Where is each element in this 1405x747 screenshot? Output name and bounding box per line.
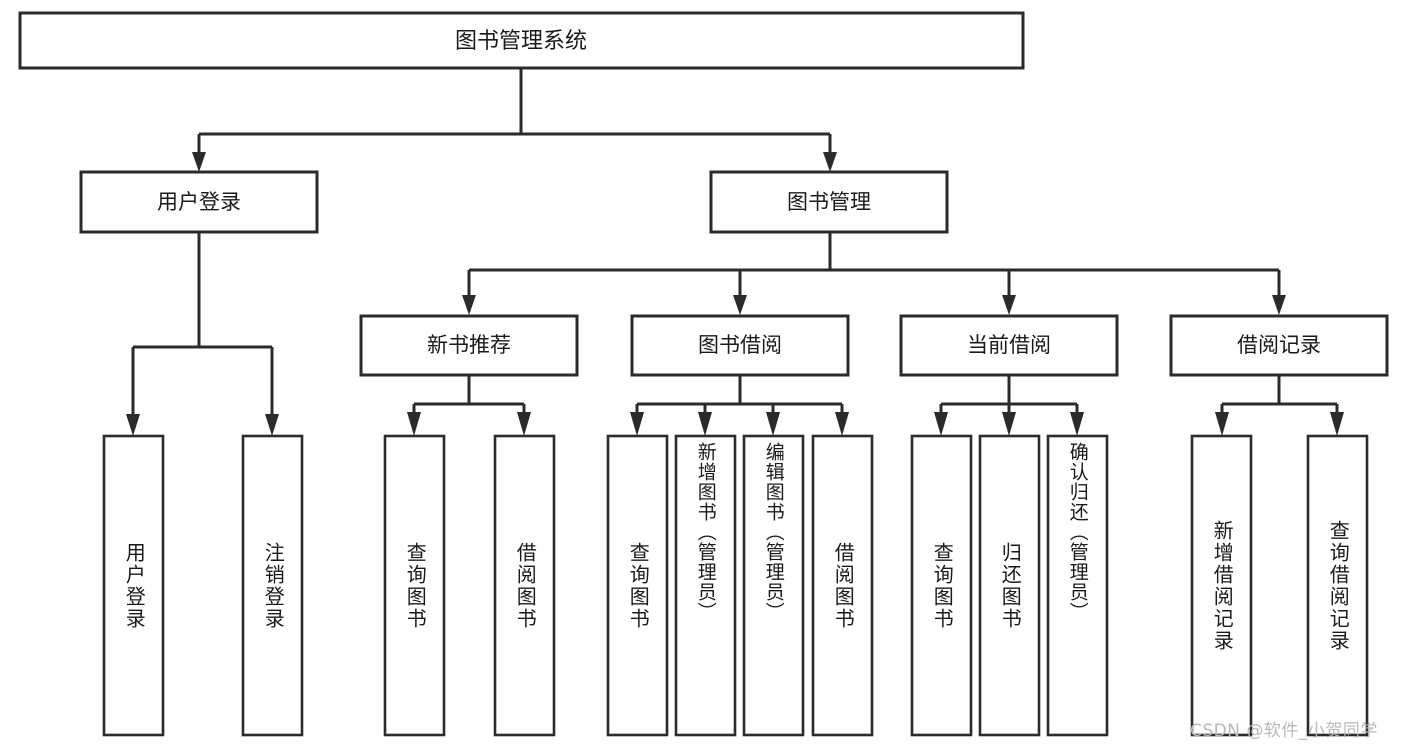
- arrowhead-userlogin-leaf1: [126, 414, 140, 436]
- node-current-borrow-box[interactable]: [899, 314, 1119, 377]
- leaf-box-currentborrow-2[interactable]: [978, 434, 1041, 737]
- node-root-label: 图书管理系统: [455, 29, 587, 54]
- leaf-box-currentborrow-3[interactable]: [1046, 434, 1109, 737]
- leaf-boxes-book-borrow: [606, 434, 874, 737]
- leaf-box-user-login-1[interactable]: [102, 434, 165, 737]
- node-new-book-recommend-label: 新书推荐: [427, 333, 511, 357]
- edges-newbook-to-leaves: [407, 375, 531, 436]
- leaf-box-newbook-2[interactable]: [493, 434, 556, 737]
- node-current-borrow[interactable]: 当前借阅: [899, 314, 1119, 377]
- node-borrow-records-box[interactable]: [1169, 314, 1389, 377]
- arrowhead-newbook-leaf2: [517, 412, 531, 436]
- arrowhead-bookborrow-leaf1: [630, 412, 644, 436]
- leaf-box-bookborrow-2[interactable]: [674, 434, 737, 737]
- leaf-boxes-borrow-records: [1190, 434, 1369, 737]
- node-book-manage-label: 图书管理: [787, 190, 871, 214]
- leaf-box-currentborrow-1[interactable]: [910, 434, 973, 737]
- edges-bookmanage-to-level3: [462, 232, 1286, 315]
- node-root-system[interactable]: 图书管理系统: [18, 11, 1025, 70]
- node-new-book-recommend-box[interactable]: [359, 314, 579, 377]
- leaf-box-borrowrecords-2[interactable]: [1306, 434, 1369, 737]
- node-user-login-label: 用户登录: [157, 190, 241, 214]
- arrowhead-book-manage: [823, 152, 837, 172]
- node-borrow-records-label: 借阅记录: [1237, 333, 1321, 357]
- arrowhead-bookborrow-leaf2: [698, 412, 712, 436]
- arrowhead-book-borrow: [733, 295, 747, 315]
- leaf-boxes-current-borrow: [910, 434, 1109, 737]
- leaf-boxes-new-book-recommend: [383, 434, 556, 737]
- node-root-box[interactable]: [18, 11, 1025, 70]
- arrowhead-currentborrow-leaf1: [934, 412, 948, 436]
- arrowhead-borrow-records: [1272, 295, 1286, 315]
- leaf-box-borrowrecords-1[interactable]: [1190, 434, 1253, 737]
- node-book-manage[interactable]: 图书管理: [709, 170, 949, 234]
- arrowhead-bookborrow-leaf4: [835, 412, 849, 436]
- node-borrow-records[interactable]: 借阅记录: [1169, 314, 1389, 377]
- node-book-manage-box[interactable]: [709, 170, 949, 234]
- arrowhead-currentborrow-leaf2: [1002, 412, 1016, 436]
- arrowhead-borrowrecords-leaf1: [1215, 412, 1229, 436]
- arrowhead-new-book: [462, 295, 476, 315]
- arrowhead-user-login: [192, 152, 206, 172]
- node-book-borrow-label: 图书借阅: [698, 333, 782, 357]
- node-user-login-box[interactable]: [79, 170, 319, 234]
- node-current-borrow-label: 当前借阅: [967, 333, 1051, 357]
- arrowhead-newbook-leaf1: [407, 412, 421, 436]
- node-new-book-recommend[interactable]: 新书推荐: [359, 314, 579, 377]
- leaf-box-bookborrow-1[interactable]: [606, 434, 669, 737]
- arrowhead-borrowrecords-leaf2: [1330, 412, 1344, 436]
- edges-borrowrecords-to-leaves: [1215, 375, 1344, 436]
- edges-currentborrow-to-leaves: [934, 375, 1084, 436]
- edges-userlogin-to-leaves: [126, 232, 279, 436]
- node-book-borrow-box[interactable]: [630, 314, 850, 377]
- node-book-borrow[interactable]: 图书借阅: [630, 314, 850, 377]
- arrowhead-userlogin-leaf2: [265, 414, 279, 436]
- edges-bookborrow-to-leaves: [630, 375, 849, 436]
- leaf-box-newbook-1[interactable]: [383, 434, 446, 737]
- arrowhead-bookborrow-leaf3: [766, 412, 780, 436]
- leaf-box-bookborrow-3[interactable]: [742, 434, 805, 737]
- leaf-box-bookborrow-4[interactable]: [811, 434, 874, 737]
- node-user-login[interactable]: 用户登录: [79, 170, 319, 234]
- leaf-boxes-user-login: [102, 434, 304, 737]
- edges-root-to-level2: [192, 68, 837, 172]
- arrowhead-current-borrow: [1002, 295, 1016, 315]
- leaf-box-user-login-2[interactable]: [241, 434, 304, 737]
- arrowhead-currentborrow-leaf3: [1070, 412, 1084, 436]
